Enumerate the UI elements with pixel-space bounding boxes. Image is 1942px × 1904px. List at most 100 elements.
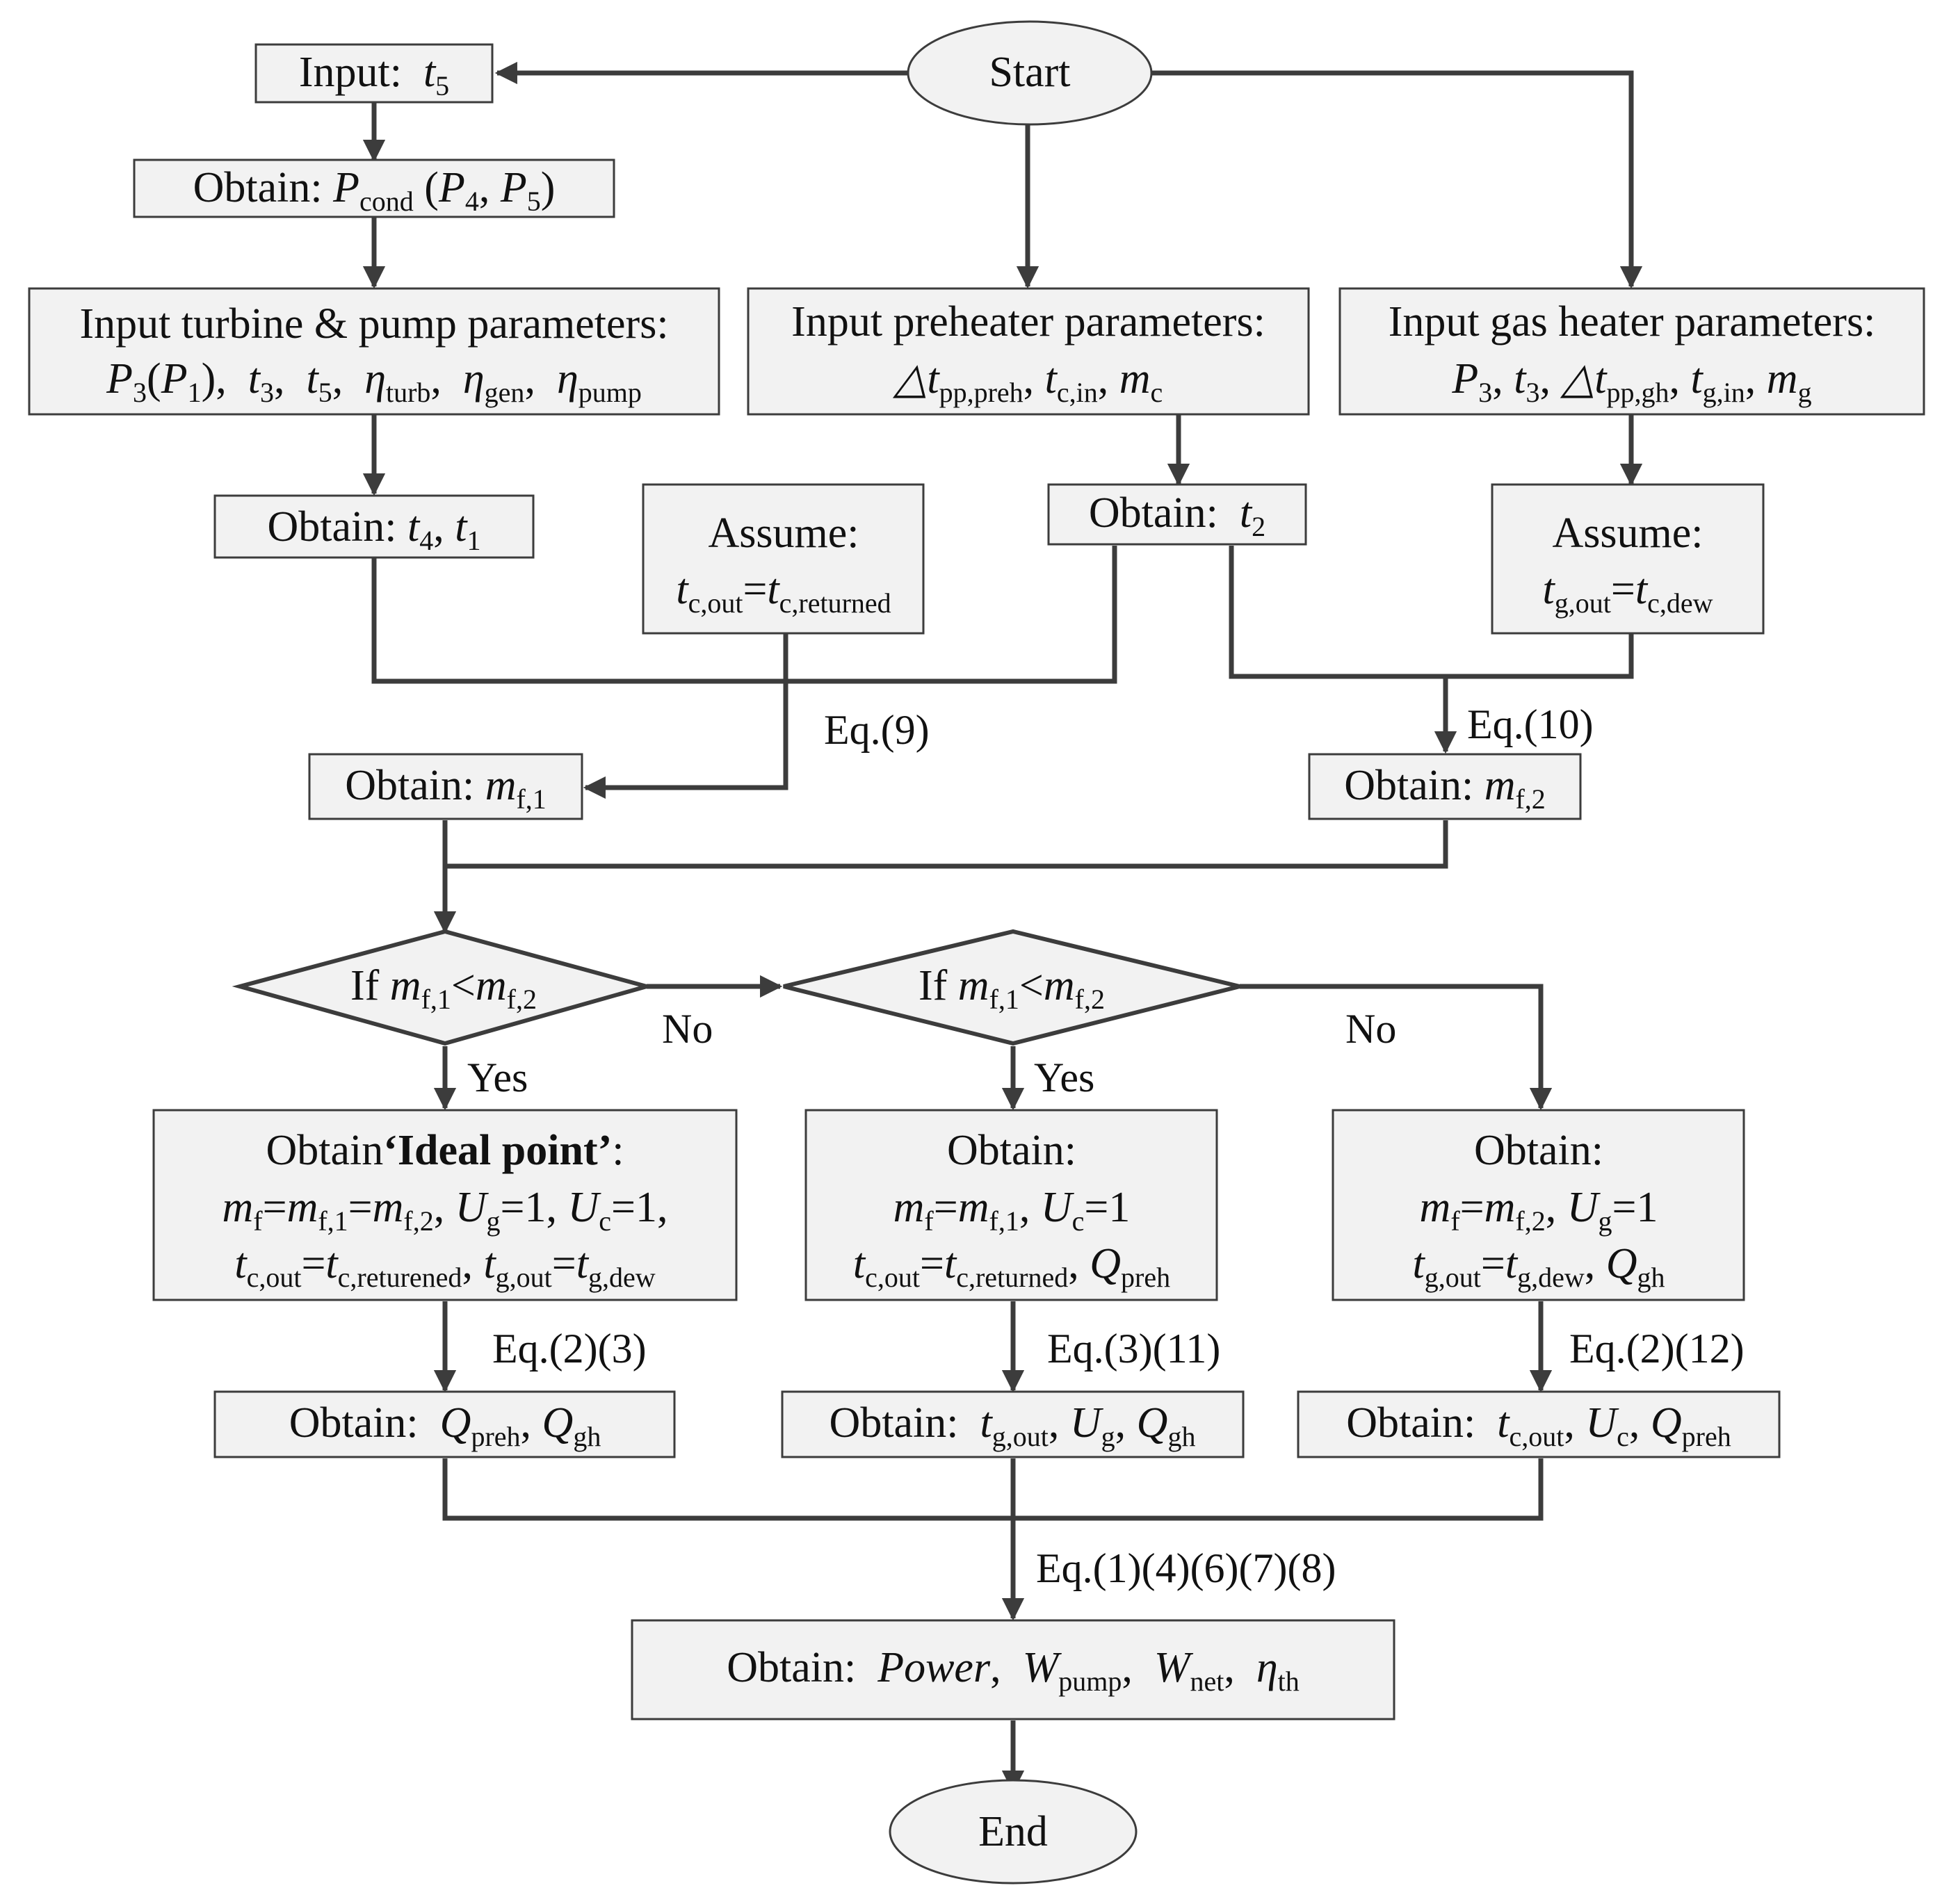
text-segment: f,2	[403, 1205, 433, 1237]
yes-label-1: Yes	[467, 1055, 528, 1100]
text-segment: pp,gh	[1606, 377, 1669, 408]
connectors	[362, 61, 1643, 1793]
t2-box: Obtain: t2	[1047, 483, 1307, 546]
text-segment: ,	[990, 1644, 1023, 1691]
input-t5-box: Input: t5	[254, 43, 494, 104]
assume-c-title: Assume:	[709, 510, 859, 557]
text-segment: t	[1497, 1399, 1510, 1447]
text-segment: (	[147, 355, 161, 402]
text-segment: m	[222, 1184, 253, 1231]
text-segment: m	[1484, 1184, 1516, 1231]
text-segment: Obtain:	[727, 1644, 877, 1691]
gasheater-params: P3, t3, △tpp,gh, tg,in, mg	[1451, 355, 1811, 408]
text-segment: f,2	[1515, 1205, 1545, 1237]
t4-t1-box: Obtain: t4, t1	[213, 494, 535, 559]
text-segment: ‘Ideal point’	[383, 1127, 612, 1174]
text-segment: ,	[434, 1184, 455, 1231]
start-label: Start	[989, 49, 1070, 96]
text-segment: =	[1611, 566, 1635, 613]
text-segment: P	[332, 164, 359, 211]
start-node: Start	[907, 20, 1153, 126]
text-segment: W	[1023, 1644, 1062, 1691]
t4-t1-label: Obtain: t4, t1	[268, 503, 481, 556]
text-segment: End	[978, 1808, 1048, 1855]
power-label: Obtain: Power, Wpump, Wnet, ηth	[727, 1644, 1300, 1697]
text-segment: <	[1019, 962, 1044, 1009]
text-segment: c	[1072, 1205, 1085, 1237]
text-segment: Start	[989, 49, 1070, 96]
text-segment: =	[301, 1240, 325, 1287]
no-label-2: No	[1345, 1006, 1396, 1052]
text-segment: Assume:	[1553, 510, 1704, 557]
text-segment: t	[1514, 355, 1527, 402]
text-segment: preh	[471, 1421, 520, 1452]
text-segment: 2	[1252, 511, 1265, 542]
text-segment: turb	[386, 377, 430, 408]
decision-2-label: If mf,1<mf,2	[919, 962, 1105, 1015]
text-segment: m	[287, 1184, 318, 1231]
text-segment: ,	[1669, 355, 1690, 402]
text-segment: P	[106, 355, 133, 402]
text-segment: g,in	[1703, 377, 1745, 408]
text-segment: f,1	[421, 984, 451, 1015]
text-segment: g	[1101, 1421, 1115, 1452]
text-segment: f,1	[989, 984, 1019, 1015]
text-segment: 3	[1478, 377, 1492, 408]
text-segment: ,	[521, 1399, 542, 1447]
text-segment: η	[557, 355, 578, 402]
text-segment: gh	[573, 1421, 601, 1452]
eq212-label: Eq.(2)(12)	[1569, 1326, 1745, 1372]
text-segment: f,1	[989, 1205, 1019, 1237]
text-segment: gh	[1167, 1421, 1195, 1452]
edge-labels: Eq.(9) Eq.(10) No No Yes Yes Eq.(2)(3) E…	[467, 701, 1745, 1591]
text-segment: t	[767, 566, 780, 613]
text-segment: f,1	[318, 1205, 348, 1237]
preheater-box: Input preheater parameters: △tpp,preh, t…	[747, 287, 1310, 416]
mf1-label: Obtain: mf,1	[345, 762, 547, 815]
text-segment: 3	[1526, 377, 1540, 408]
text-segment: t	[407, 503, 421, 551]
text-segment: △t	[1560, 355, 1608, 402]
text-segment: Assume:	[709, 510, 859, 557]
mid-line3: tc,out=tc,returned, Qpreh	[853, 1240, 1170, 1293]
text-segment: Obtain:	[193, 164, 333, 211]
decision-1: If mf,1<mf,2	[232, 929, 655, 1046]
mid-title: Obtain:	[947, 1127, 1076, 1174]
text-segment: f,2	[1075, 984, 1105, 1015]
text-segment: t	[944, 1240, 957, 1287]
right-line3: tg,out=tg,dew, Qgh	[1413, 1240, 1665, 1293]
ideal-line2: mf=mf,1=mf,2, Ug=1, Uc=1,	[222, 1184, 667, 1237]
text-segment: t	[306, 355, 319, 402]
text-segment: g,out	[1555, 587, 1611, 619]
text-segment: (	[414, 164, 439, 211]
text-segment: No	[1345, 1006, 1396, 1052]
text-segment: P	[161, 355, 188, 402]
text-segment: c,returened	[338, 1262, 462, 1293]
text-segment: Q	[1651, 1399, 1682, 1447]
text-segment: f,1	[516, 783, 546, 815]
text-segment: m	[476, 962, 507, 1009]
text-segment: th	[1278, 1666, 1300, 1697]
text-segment: c,dew	[1647, 587, 1713, 619]
text-segment: U	[1041, 1184, 1075, 1231]
q3-label: Obtain: tc,out, Uc, Qpreh	[1346, 1399, 1731, 1452]
text-segment: Obtain:	[947, 1127, 1076, 1174]
text-segment: U	[1567, 1184, 1601, 1231]
text-segment: cond	[359, 186, 414, 217]
q2-box: Obtain: tg,out, Ug, Qgh	[781, 1390, 1245, 1458]
text-segment: 5	[318, 377, 332, 408]
text-segment: t	[455, 503, 468, 551]
text-segment: ,	[433, 503, 455, 551]
text-segment: ,	[462, 1240, 483, 1287]
text-segment: 3	[260, 377, 274, 408]
turbine-title: Input turbine & pump parameters:	[79, 300, 668, 348]
text-segment: g,out	[1425, 1262, 1481, 1293]
text-segment: ,	[1068, 1240, 1090, 1287]
text-segment: g	[1798, 377, 1812, 408]
text-segment: ,	[274, 355, 307, 402]
eq23-label: Eq.(2)(3)	[492, 1326, 647, 1372]
text-segment: 5	[527, 186, 541, 217]
text-segment: f	[253, 1205, 263, 1237]
decision-1-label: If mf,1<mf,2	[350, 962, 537, 1015]
